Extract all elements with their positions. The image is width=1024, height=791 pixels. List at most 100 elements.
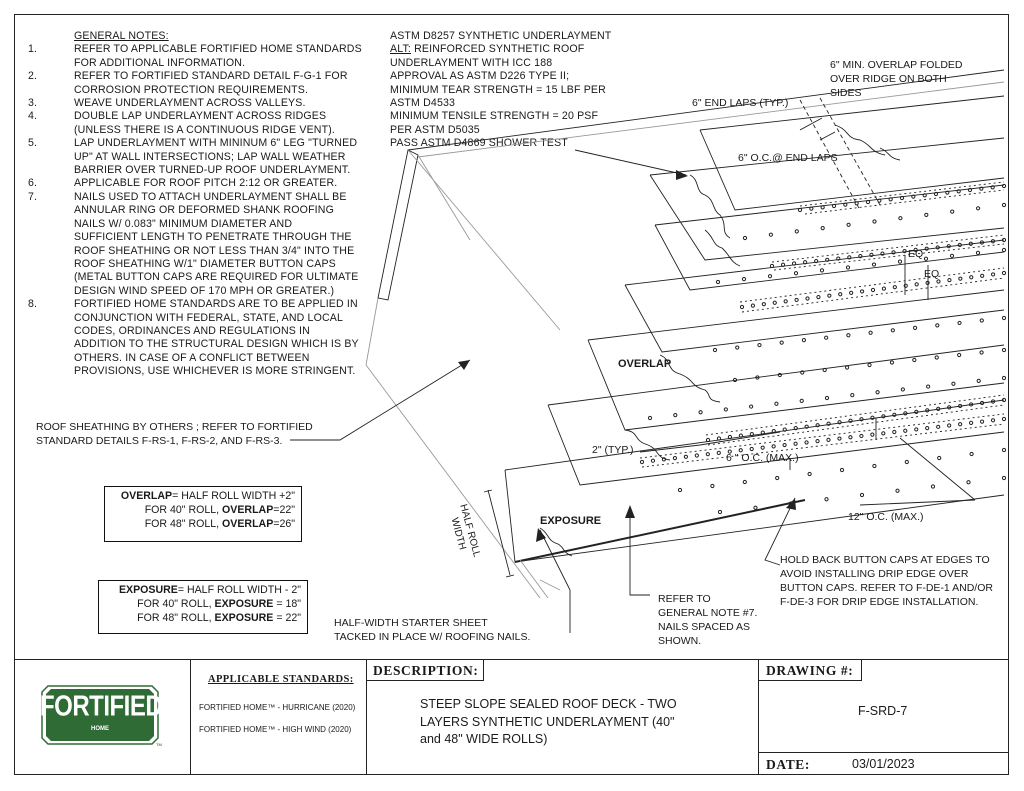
drawing-description: STEEP SLOPE SEALED ROOF DECK - TWO LAYER…	[420, 697, 677, 746]
exposure-48-prefix: FOR 48" ROLL,	[137, 611, 215, 624]
spec-line-2: REINFORCED SYNTHETIC ROOF	[411, 43, 585, 56]
nail-cap	[969, 275, 974, 280]
nail-cap	[892, 285, 897, 290]
nail-cap	[647, 415, 653, 421]
end-laps-callout: 6" END LAPS (TYP.)	[692, 97, 789, 109]
nail-cap	[968, 241, 973, 246]
nail-cap	[1001, 416, 1007, 422]
nail-cap	[968, 420, 974, 426]
nail-cap	[826, 421, 831, 426]
nail-cap	[1001, 247, 1007, 253]
note-number: 2.	[28, 70, 38, 83]
nail-cap	[967, 187, 973, 193]
general-note-item: 3.WEAVE UNDERLAYMENT ACROSS VALLEYS.	[28, 97, 362, 110]
date-value: 03/01/2023	[852, 757, 915, 771]
nail-cap	[717, 509, 723, 515]
nail-cap	[755, 375, 760, 380]
overlap-box-label: OVERLAP	[120, 490, 173, 502]
standard-high-wind: FORTIFIED HOME™ - HIGH WIND (2020)	[199, 725, 352, 734]
nail-cap	[673, 413, 678, 418]
nail-cap	[979, 318, 984, 323]
exposure-40-prefix: FOR 40" ROLL,	[137, 597, 215, 610]
nail-cap	[969, 451, 974, 457]
nail-cap	[924, 246, 929, 251]
nail-cap	[801, 338, 807, 343]
nail-cap	[831, 203, 837, 209]
nail-cap	[922, 193, 927, 198]
oc-6-label: 6 " O.C. (MAX.)	[726, 452, 799, 464]
general-note-item: 1.REFER TO APPLICABLE FORTIFIED HOME STA…	[28, 43, 362, 70]
nail-cap	[935, 323, 940, 328]
general-note-item: 5.LAP UNDERLAYMENT WITH MININUM 6" LEG "…	[28, 137, 362, 177]
nail-cap	[727, 434, 733, 440]
nail-cap	[771, 429, 776, 434]
nail-cap	[783, 299, 788, 304]
nail-cap	[749, 446, 754, 452]
nail-cap	[650, 458, 656, 463]
exposure-48-value: = 22"	[273, 611, 301, 624]
note-number: 7.	[28, 190, 38, 203]
exposure-40-label: EXPOSURE	[214, 597, 274, 610]
nail-cap	[716, 450, 721, 455]
nail-cap	[1001, 183, 1007, 189]
nail-cap	[899, 195, 905, 201]
nail-cap	[1001, 347, 1007, 353]
nail-cap	[980, 273, 985, 278]
nail-cap	[805, 296, 810, 301]
leader-starter	[539, 529, 571, 633]
nail-cap	[947, 277, 952, 283]
nail-cap	[897, 259, 903, 264]
nail-cap	[914, 282, 919, 287]
nail-cap	[779, 340, 784, 345]
nail-cap	[914, 427, 919, 432]
nail-cap	[969, 402, 974, 407]
gable-rafter-left	[377, 149, 419, 301]
nail-cap	[672, 455, 678, 461]
general-notes-heading: GENERAL NOTES:	[74, 30, 169, 42]
nail-cap	[936, 406, 941, 411]
nail-cap	[753, 505, 758, 510]
nail-cap	[826, 437, 831, 442]
nail-cap	[661, 457, 667, 462]
nail-cap	[803, 260, 808, 265]
nail-cap	[925, 426, 930, 431]
nail-cap	[837, 420, 842, 425]
nail-cap	[902, 249, 907, 254]
nail-cap	[825, 257, 830, 262]
nail-cap	[749, 431, 754, 437]
nail-cap	[957, 242, 962, 248]
nail-cap	[705, 452, 710, 457]
nail-cap	[947, 423, 952, 428]
nail-cap	[775, 475, 780, 481]
nail-cap	[768, 232, 774, 237]
nail-cap	[843, 202, 848, 207]
nail-cap	[772, 300, 777, 305]
nail-cap	[735, 345, 740, 350]
nail-cap	[749, 404, 754, 409]
nail-cap	[990, 239, 996, 244]
nail-cap	[846, 333, 851, 338]
nail-cap	[824, 395, 830, 401]
nail-cap	[914, 409, 919, 414]
overlap-fold-callout: 6" MIN. OVERLAP FOLDED OVER RIDGE ON BOT…	[830, 59, 963, 99]
exposure-box-label: EXPOSURE	[118, 584, 178, 596]
starter-sheet	[504, 399, 1005, 563]
note-text: NAILS USED TO ATTACH UNDERLAYMENT SHALL …	[74, 190, 359, 297]
nail-cap	[793, 441, 798, 446]
nail-cap	[950, 209, 955, 214]
nail-cap	[859, 289, 865, 294]
note-number: 3.	[28, 97, 38, 110]
nail-cap	[793, 271, 799, 276]
nail-cap	[889, 360, 895, 365]
drawing-number-header: DRAWING #:	[766, 663, 854, 678]
nail-cap	[797, 207, 803, 213]
nail-cap	[958, 422, 963, 427]
nail-cap	[639, 459, 645, 465]
nail-cap	[845, 265, 851, 270]
nail-cap	[1001, 447, 1007, 453]
exposure-label: EXPOSURE	[540, 515, 602, 527]
nail-cap	[816, 294, 821, 300]
nail-cap	[1001, 375, 1007, 381]
nail-cap	[936, 424, 941, 429]
